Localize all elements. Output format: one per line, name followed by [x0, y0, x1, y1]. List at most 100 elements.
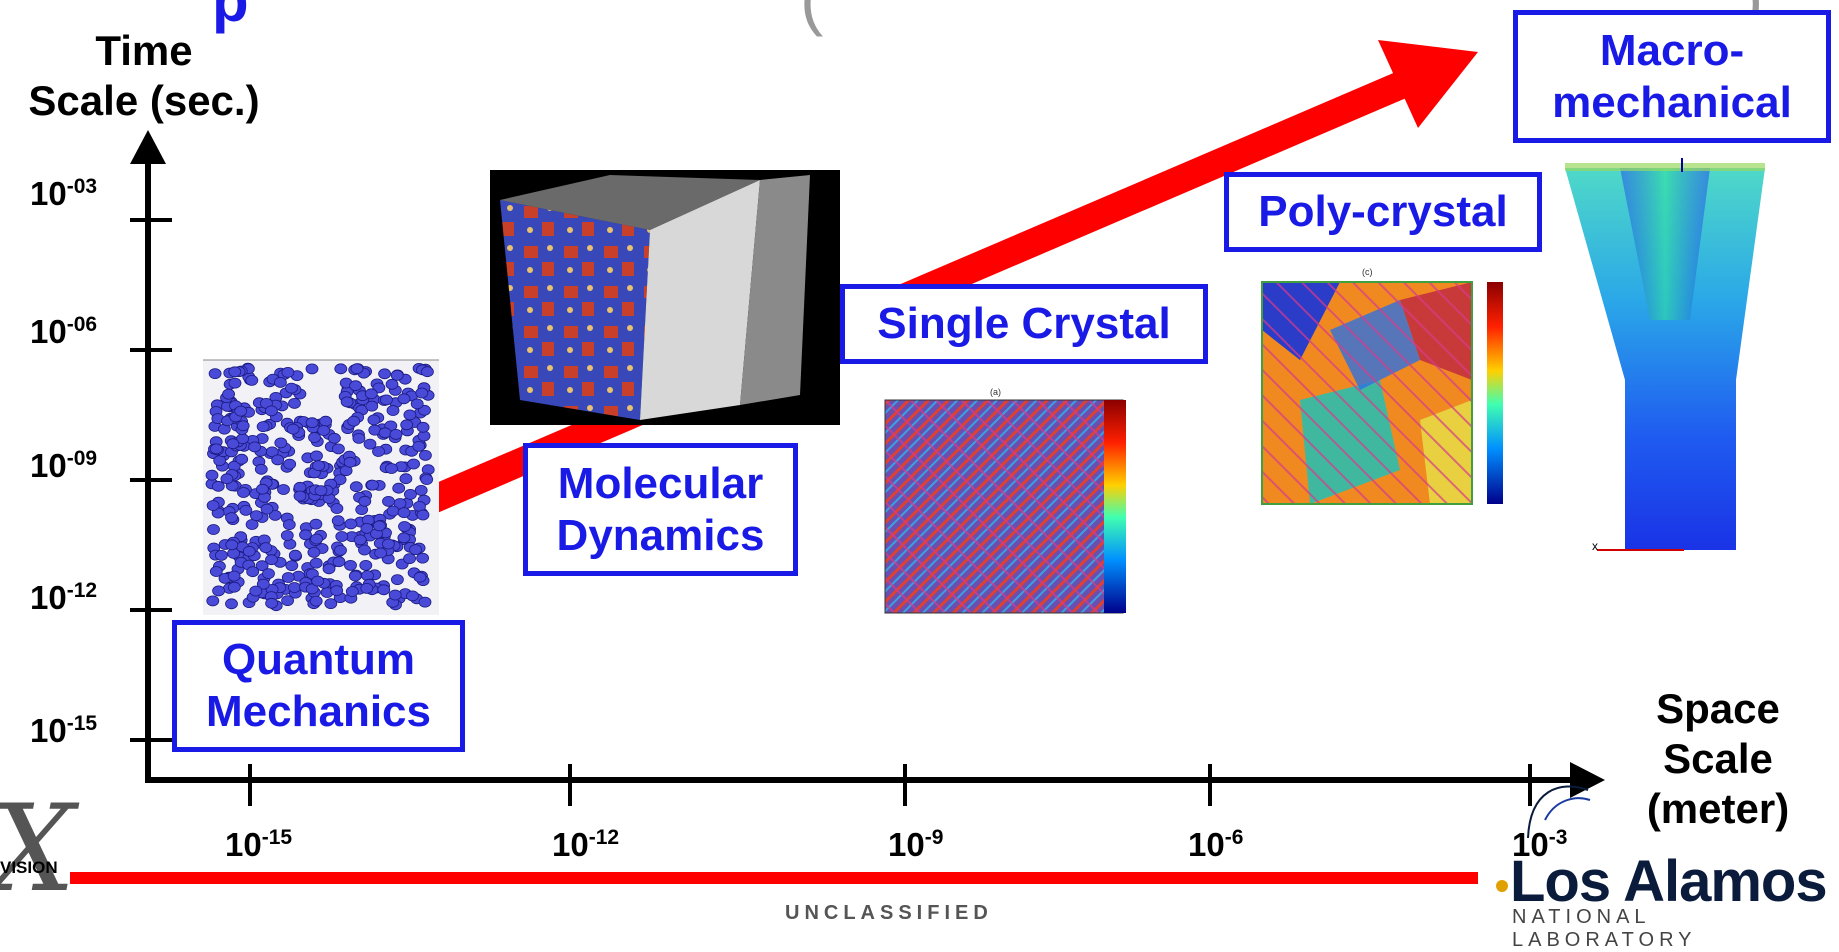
atom [374, 547, 388, 559]
atom [398, 521, 411, 532]
atom [309, 557, 323, 569]
atom [234, 405, 248, 417]
atom [211, 480, 225, 492]
atom [358, 495, 372, 507]
atom [366, 479, 379, 491]
multiscale-diagram: (a) (c) x [70, 40, 1765, 892]
atom [420, 474, 434, 485]
atom [274, 437, 288, 449]
atom [268, 510, 282, 521]
atom [239, 504, 253, 516]
atom [331, 443, 345, 455]
atom [397, 507, 411, 518]
atom [256, 421, 270, 433]
atom [254, 463, 268, 475]
atom [377, 584, 391, 596]
atom [293, 490, 307, 502]
atom [349, 380, 363, 392]
atom [389, 428, 403, 440]
atom [413, 571, 427, 583]
atom [227, 581, 241, 593]
atom [311, 575, 325, 587]
svg-text:x: x [1592, 539, 1598, 553]
molecular-dynamics-cube-image [490, 170, 840, 425]
atom [392, 482, 406, 494]
atom [353, 534, 367, 546]
atom [285, 382, 298, 394]
y-tick-label: 10-06 [30, 313, 98, 350]
atom [372, 446, 385, 457]
atom [242, 545, 256, 557]
atom [314, 485, 328, 497]
atom [364, 388, 378, 400]
atom [245, 374, 259, 386]
atom [324, 598, 338, 609]
atom [379, 394, 393, 406]
atom [410, 398, 424, 410]
y-axis-title: Time Scale (sec.) [4, 26, 284, 126]
atom [418, 449, 432, 461]
atom [332, 556, 346, 568]
y-axis-ticks [130, 218, 172, 742]
atom [299, 529, 312, 541]
atom [222, 388, 236, 400]
atom [207, 524, 220, 535]
atom [265, 554, 278, 566]
atom [390, 574, 404, 585]
x-axis-ticks [248, 764, 1532, 806]
poly-crystal-panel-label: (c) [1362, 267, 1373, 277]
atom [397, 532, 411, 544]
atom [228, 366, 242, 378]
x-axis-title: Space Scale (meter) [1618, 684, 1818, 834]
atom [309, 518, 323, 530]
atom [345, 586, 359, 597]
macro-mechanical-label: Macro-mechanical [1513, 10, 1831, 143]
lanl-logo-swoosh [1496, 785, 1591, 892]
atom [418, 596, 432, 608]
atom [245, 519, 259, 530]
atom [206, 500, 220, 511]
classification-marking: UNCLASSIFIED [785, 902, 993, 924]
atom [264, 405, 278, 417]
atom [236, 420, 250, 432]
atom [406, 590, 419, 602]
atom [385, 378, 399, 390]
atom [319, 415, 333, 427]
atom [322, 563, 336, 575]
atom [386, 405, 400, 416]
atom [347, 415, 361, 427]
atom [225, 512, 238, 523]
atom [287, 582, 301, 593]
atom [407, 458, 421, 470]
atom [412, 440, 426, 452]
quantum-atoms-image [203, 359, 439, 615]
atom [360, 583, 374, 594]
atom [350, 363, 364, 375]
atom [212, 585, 226, 597]
atom [307, 547, 321, 558]
atom [206, 595, 220, 607]
atom [340, 396, 354, 408]
atom [259, 542, 273, 553]
atom [225, 539, 239, 551]
slide-title-fragment: p [212, 0, 249, 34]
atom [248, 441, 262, 453]
macro-mechanical-simulation-image: x [1565, 158, 1765, 553]
single-crystal-panel-label: (a) [990, 387, 1001, 397]
atom [214, 550, 228, 561]
atom [260, 503, 274, 515]
atom [312, 460, 326, 472]
atom [381, 538, 395, 550]
atom [285, 560, 299, 571]
single-crystal-image [884, 399, 1126, 614]
y-axis-title-line2: Scale (sec.) [28, 77, 260, 124]
y-tick-label: 10-09 [30, 447, 98, 484]
atom [327, 432, 341, 444]
atom [388, 589, 402, 601]
atom [330, 503, 344, 514]
atom [414, 484, 428, 496]
title-open-paren: ( [800, 0, 823, 38]
atom [209, 566, 223, 577]
atom [403, 553, 417, 564]
atom [382, 495, 395, 507]
